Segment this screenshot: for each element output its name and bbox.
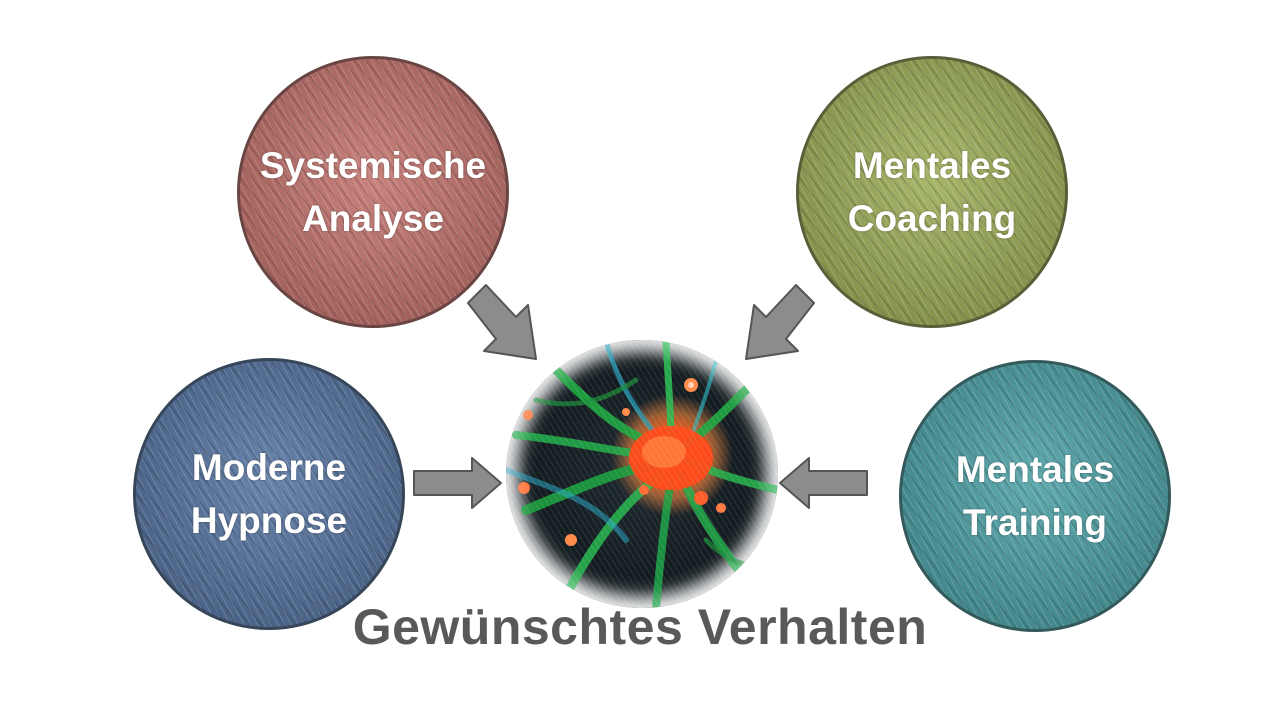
node-label-line: Mentales	[852, 145, 1012, 186]
neuron-image	[506, 340, 778, 608]
neuron-fibers	[506, 340, 778, 608]
node-mentales-coaching: Mentales Coaching	[796, 56, 1068, 328]
node-label-line: Moderne	[191, 447, 347, 488]
node-label-systemische-analyse: Systemische Analyse	[260, 139, 486, 245]
node-label-mentales-training: Mentales Training	[956, 443, 1114, 549]
node-label-line: Analyse	[302, 198, 444, 239]
node-label-mentales-coaching: Mentales Coaching	[848, 139, 1017, 245]
node-label-line: Hypnose	[190, 500, 348, 541]
node-mentales-training: Mentales Training	[899, 360, 1171, 632]
node-label-line: Training	[963, 502, 1107, 543]
node-moderne-hypnose: Moderne Hypnose	[133, 358, 405, 630]
node-label-line: Systemische	[259, 145, 487, 186]
node-label-line: Coaching	[847, 198, 1017, 239]
node-label-moderne-hypnose: Moderne Hypnose	[191, 441, 347, 547]
arrow-right-icon	[413, 457, 502, 509]
arrow-left-icon	[779, 457, 868, 509]
node-systemische-analyse: Systemische Analyse	[237, 56, 509, 328]
node-label-line: Mentales	[955, 449, 1115, 490]
center-label: Gewünschtes Verhalten	[352, 599, 928, 655]
